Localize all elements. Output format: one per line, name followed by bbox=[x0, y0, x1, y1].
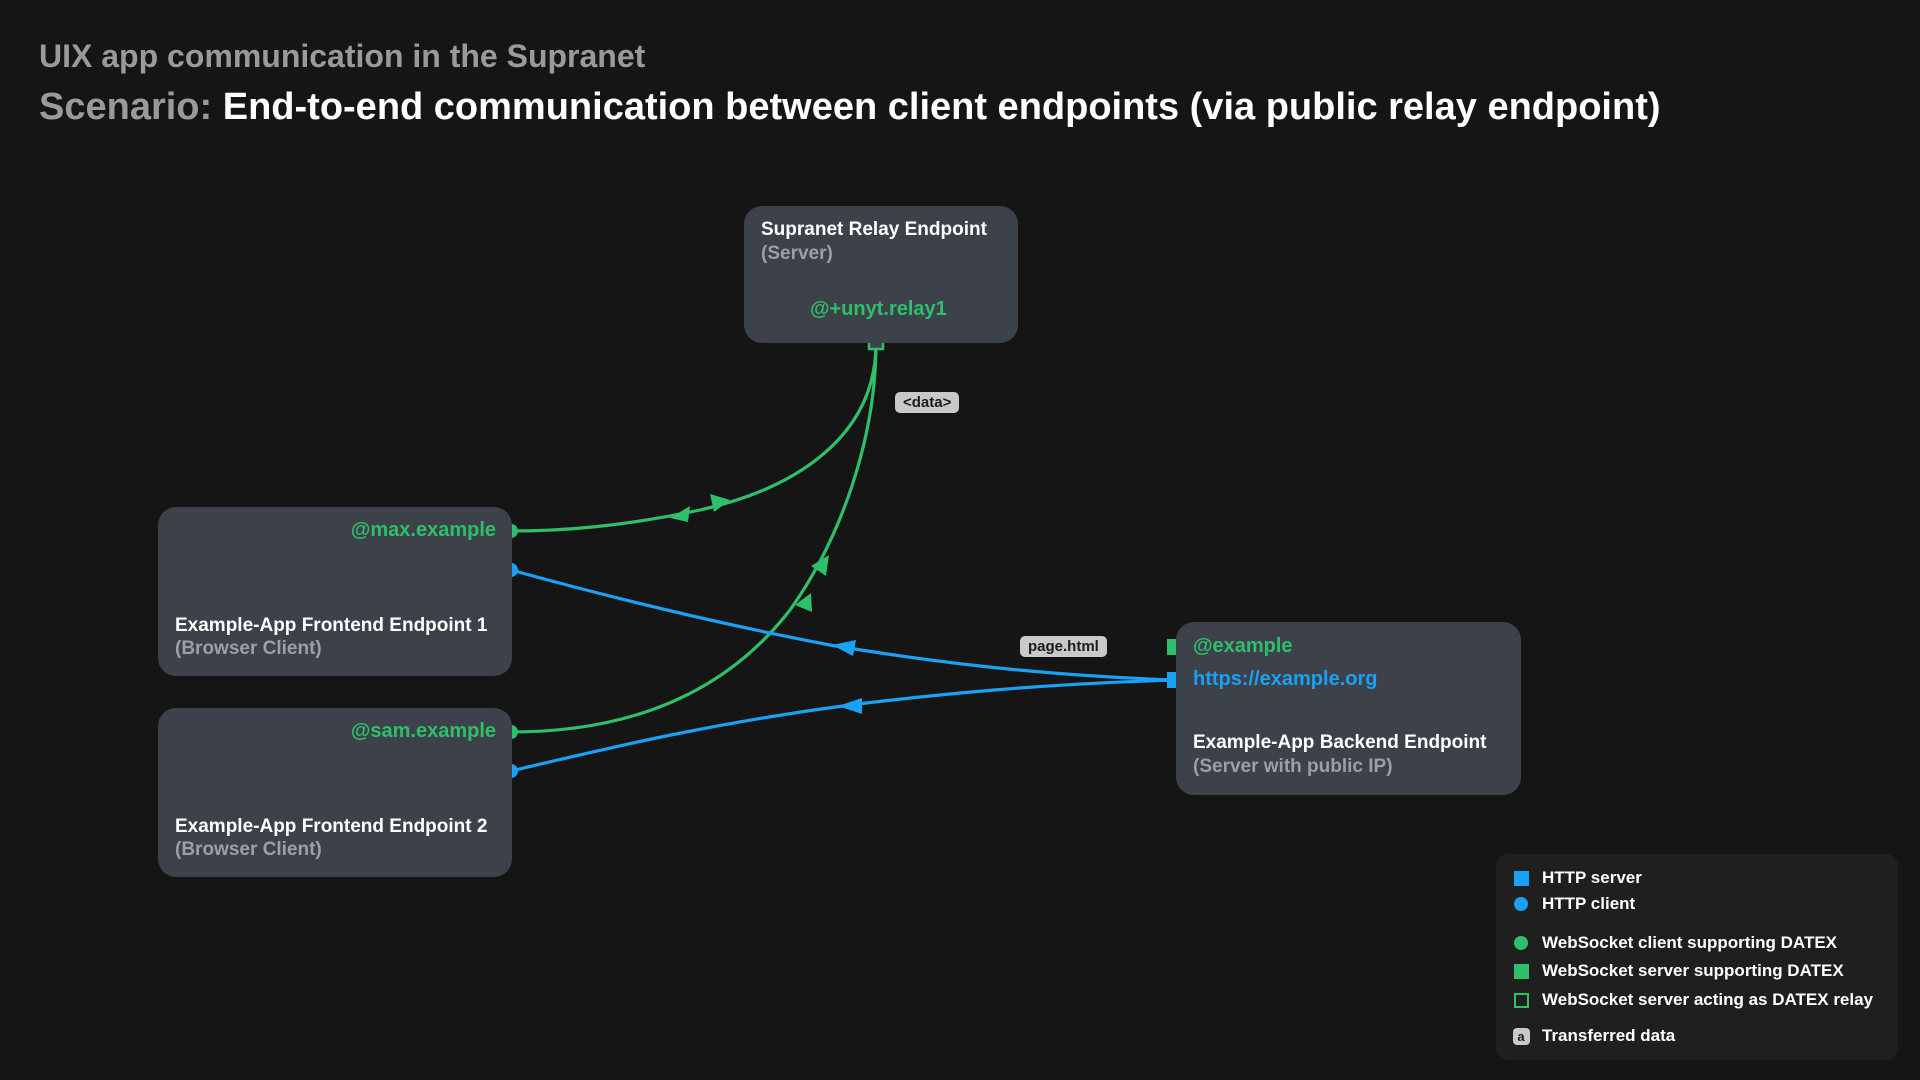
arrow-to-max bbox=[670, 506, 690, 522]
backend-sub: (Server with public IP) bbox=[1193, 756, 1393, 777]
ws-link-relay-sam bbox=[510, 342, 878, 734]
relay-id: @+unyt.relay1 bbox=[810, 298, 947, 320]
legend-item-ws-client: WebSocket client supporting DATEX bbox=[1512, 932, 1837, 954]
fe1-name: Example-App Frontend Endpoint 1 bbox=[175, 615, 488, 636]
fe2-id: @sam.example bbox=[350, 720, 496, 742]
backend-endpoint-node: @example https://example.org Example-App… bbox=[1176, 622, 1521, 795]
legend-label: HTTP server bbox=[1542, 868, 1642, 887]
arrow-to-sam bbox=[795, 593, 812, 612]
frontend-endpoint-1-node: @max.example Example-App Frontend Endpoi… bbox=[158, 507, 512, 676]
backend-name: Example-App Backend Endpoint bbox=[1193, 732, 1487, 753]
websocket-relay-outline-icon bbox=[1512, 991, 1530, 1009]
legend: HTTP server HTTP client WebSocket client… bbox=[1496, 854, 1898, 1060]
fe2-sub: (Browser Client) bbox=[175, 839, 322, 860]
http-server-square-icon bbox=[1512, 869, 1530, 887]
legend-label: WebSocket client supporting DATEX bbox=[1542, 933, 1838, 952]
page-title: Scenario: End-to-end communication betwe… bbox=[39, 86, 1661, 129]
legend-label: WebSocket server supporting DATEX bbox=[1542, 961, 1844, 980]
frontend-endpoint-2-node: @sam.example Example-App Frontend Endpoi… bbox=[158, 708, 512, 877]
legend-item-http-client: HTTP client bbox=[1512, 893, 1635, 915]
ws-link-relay-max bbox=[510, 342, 878, 533]
http-link-backend-fe1 bbox=[510, 568, 1177, 682]
arrow-to-relay-from-sam bbox=[811, 555, 829, 576]
page-subtitle: UIX app communication in the Supranet bbox=[39, 38, 646, 74]
legend-item-transferred-data: a Transferred data bbox=[1512, 1025, 1675, 1047]
legend-label: HTTP client bbox=[1542, 894, 1636, 913]
scenario-text: End-to-end communication between client … bbox=[222, 86, 1661, 128]
legend-label: WebSocket server acting as DATEX relay bbox=[1542, 990, 1874, 1009]
backend-url: https://example.org bbox=[1193, 668, 1378, 690]
websocket-server-square-icon bbox=[1512, 962, 1530, 980]
relay-endpoint-node: Supranet Relay Endpoint (Server) @+unyt.… bbox=[744, 206, 1018, 343]
relay-sub: (Server) bbox=[761, 243, 833, 264]
legend-item-ws-server: WebSocket server supporting DATEX bbox=[1512, 960, 1844, 982]
websocket-client-circle-icon bbox=[1512, 934, 1530, 952]
relay-name: Supranet Relay Endpoint bbox=[761, 219, 987, 240]
page-html-tag: page.html bbox=[1020, 636, 1107, 657]
backend-id: @example bbox=[1193, 635, 1293, 657]
http-link-backend-fe2 bbox=[510, 678, 1177, 773]
legend-item-http-server: HTTP server bbox=[1512, 867, 1642, 889]
fe1-id: @max.example bbox=[350, 519, 496, 541]
scenario-prefix: Scenario: bbox=[39, 86, 213, 128]
legend-item-ws-relay: WebSocket server acting as DATEX relay bbox=[1512, 989, 1873, 1011]
fe2-name: Example-App Frontend Endpoint 2 bbox=[175, 816, 488, 837]
arrow-to-relay-from-max bbox=[710, 494, 730, 512]
transferred-data-icon: a bbox=[1512, 1027, 1530, 1045]
legend-label: Transferred data bbox=[1542, 1026, 1676, 1045]
fe1-sub: (Browser Client) bbox=[175, 638, 322, 659]
http-client-circle-icon bbox=[1512, 895, 1530, 913]
arrow-to-fe2 bbox=[838, 698, 862, 714]
relay-data-tag: <data> bbox=[895, 392, 960, 413]
arrow-to-fe1 bbox=[832, 640, 856, 656]
